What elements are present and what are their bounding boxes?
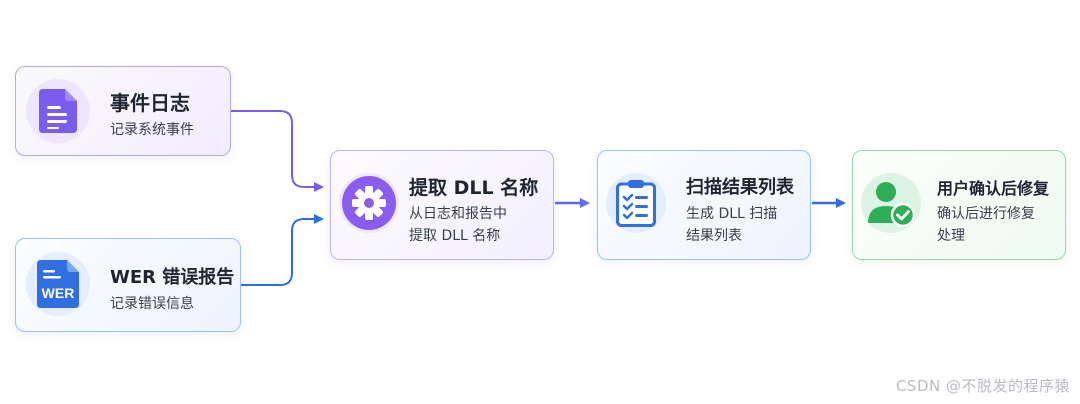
event-log-title: 事件日志 bbox=[110, 91, 190, 115]
node-user-confirm: 用户确认后修复 确认后进行修复 处理 bbox=[852, 150, 1066, 260]
scan-icon-bg bbox=[606, 173, 666, 233]
wer-desc: 记录错误信息 bbox=[110, 296, 194, 312]
event-log-desc: 记录系统事件 bbox=[110, 122, 194, 138]
extract-desc-line2: 提取 DLL 名称 bbox=[409, 228, 501, 244]
extract-icon-bg bbox=[339, 173, 399, 233]
user-check-icon bbox=[868, 182, 916, 227]
extract-desc-line1: 从日志和报告中 bbox=[409, 206, 507, 222]
node-wer-report: WER WER 错误报告 记录错误信息 bbox=[15, 238, 241, 332]
document-icon bbox=[39, 89, 77, 133]
clipboard-checklist-icon bbox=[616, 180, 656, 227]
scan-desc-line2: 结果列表 bbox=[686, 228, 742, 244]
scan-title: 扫描结果列表 bbox=[686, 177, 794, 198]
scan-desc-line1: 生成 DLL 扫描 bbox=[686, 206, 778, 222]
wer-document-icon: WER bbox=[37, 260, 79, 308]
node-extract-dll: 提取 DLL 名称 从日志和报告中 提取 DLL 名称 bbox=[330, 150, 554, 260]
confirm-desc-line2: 处理 bbox=[937, 228, 965, 244]
wer-icon-text: WER bbox=[42, 285, 75, 301]
node-scan-results: 扫描结果列表 生成 DLL 扫描 结果列表 bbox=[597, 150, 811, 260]
confirm-icon-bg bbox=[861, 173, 921, 233]
watermark: CSDN @不脱发的程序猿 bbox=[895, 377, 1070, 395]
arrow-wer-to-extract bbox=[241, 214, 324, 286]
extract-title: 提取 DLL 名称 bbox=[409, 177, 539, 199]
wer-icon-bg: WER bbox=[26, 252, 90, 316]
node-event-log: 事件日志 记录系统事件 bbox=[15, 66, 231, 156]
wer-title: WER 错误报告 bbox=[110, 267, 235, 288]
confirm-desc-line1: 确认后进行修复 bbox=[937, 206, 1035, 222]
gear-icon bbox=[342, 176, 396, 230]
event-log-icon-bg bbox=[26, 79, 90, 143]
confirm-title: 用户确认后修复 bbox=[937, 179, 1050, 198]
arrow-eventlog-to-extract bbox=[231, 110, 324, 192]
